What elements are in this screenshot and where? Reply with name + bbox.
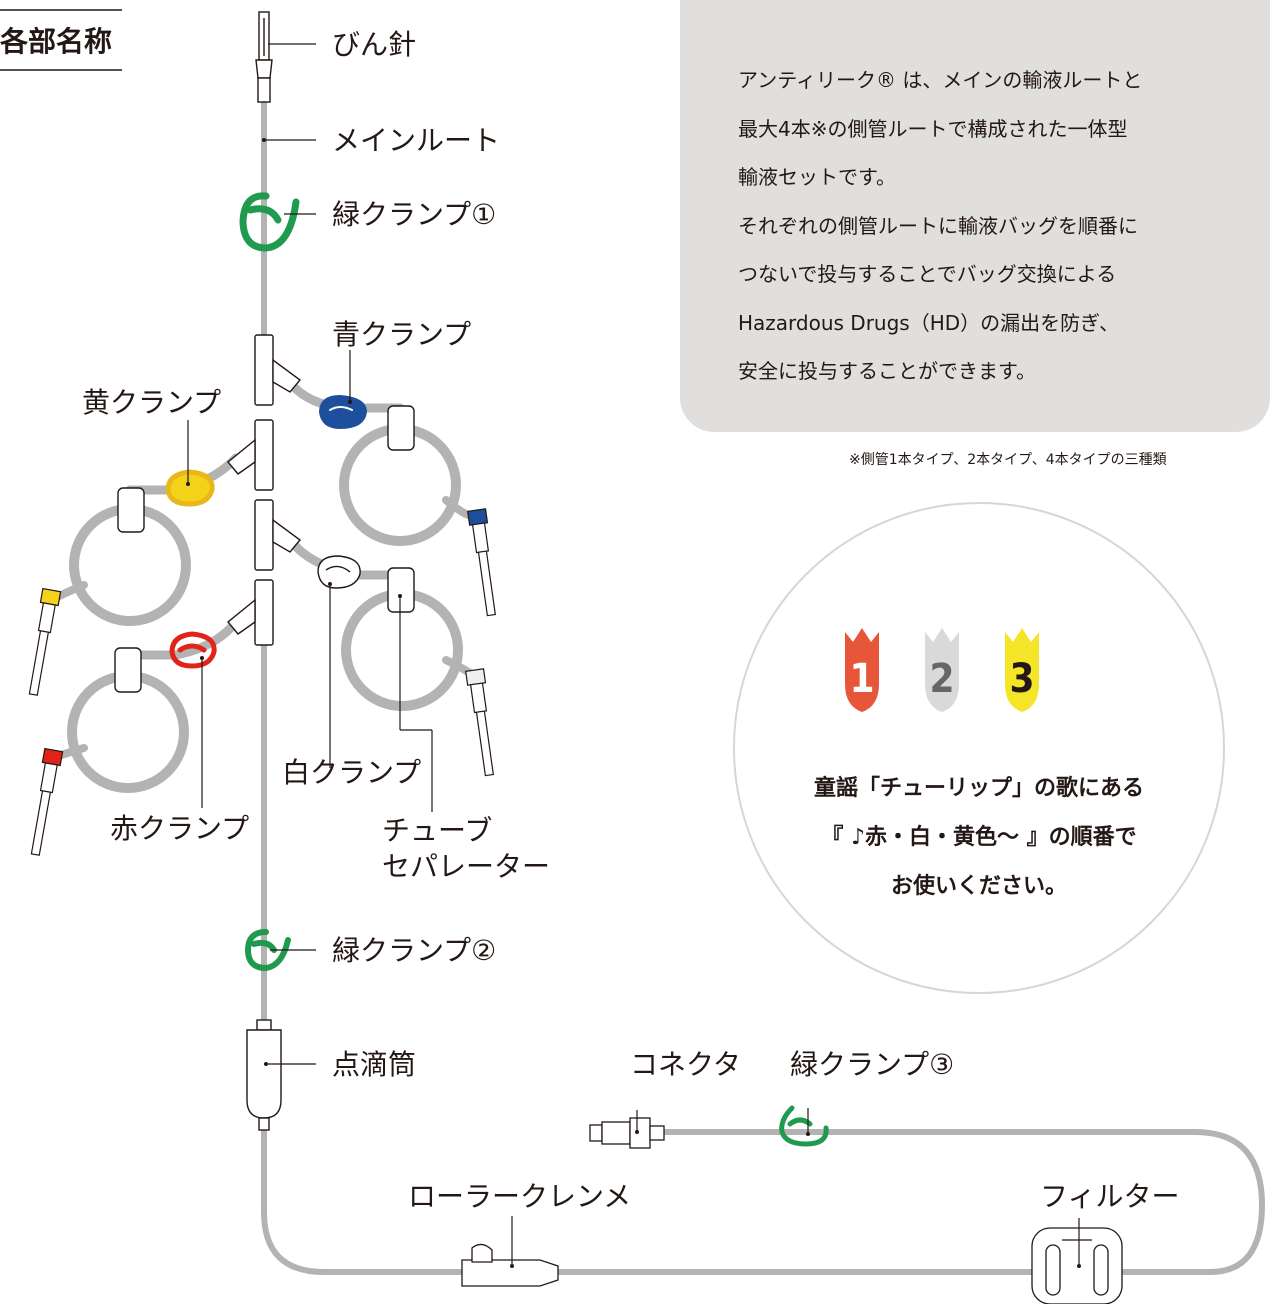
blue-clamp-shape <box>318 394 368 430</box>
info-line: つないで投与することでバッグ交換による <box>738 262 1117 286</box>
junctions <box>227 334 302 646</box>
green-clamp-3-label: 緑クランプ③ <box>790 1048 955 1081</box>
footnote: ※側管1本タイプ、2本タイプ、4本タイプの三種類 <box>849 452 1167 468</box>
white-clamp-label: 白クランプ <box>282 756 422 789</box>
tube-separators <box>114 405 415 693</box>
red-clamp-label: 赤クランプ <box>110 812 250 845</box>
bottle-needle-label: びん針 <box>332 28 417 61</box>
leader-lines <box>187 43 1080 1266</box>
tulip-number-1: 1 <box>849 656 874 702</box>
tulip-text-line: お使いください。 <box>890 874 1067 899</box>
green-clamp-2-label: 緑クランプ② <box>332 934 497 967</box>
roller-clamp-label: ローラークレンメ <box>408 1180 632 1213</box>
drip-chamber-part <box>246 1019 282 1131</box>
tulip-icon-1: 1 <box>845 628 879 712</box>
info-text: アンティリーク® は、メインの輸液ルートと 最大4本※の側管ルートで構成された一… <box>738 56 1238 396</box>
green-clamp-2-shape <box>244 929 291 972</box>
green-clamp-3-shape <box>779 1105 829 1147</box>
blue-clamp-label: 青クランプ <box>332 318 472 351</box>
leader-dots <box>186 138 1081 1268</box>
info-line: それぞれの側管ルートに輸液バッグを順番に <box>738 213 1138 238</box>
info-line: 輸液セットです。 <box>738 165 896 189</box>
info-line: アンティリーク® は、メインの輸液ルートと <box>738 68 1143 92</box>
tulip-instruction: 童謡「チューリップ」の歌にある 『 ♪赤・白・黄色〜 』の順番で お使いください… <box>735 764 1223 911</box>
tube-separator-label-line1: チューブ <box>382 814 493 847</box>
section-title: 各部名称 <box>0 25 113 58</box>
main-route-label: メインルート <box>332 124 501 157</box>
info-line: Hazardous Drugs（HD）の漏出を防ぎ、 <box>738 310 1120 335</box>
red-clamp-shape <box>169 631 217 669</box>
tulip-icons: 1 2 3 <box>845 628 1039 712</box>
side-spikes <box>28 508 496 856</box>
bottle-needle-part <box>255 11 273 103</box>
white-clamp-shape <box>317 555 361 589</box>
drip-chamber-label: 点滴筒 <box>332 1048 417 1081</box>
tulip-number-2: 2 <box>929 656 954 702</box>
roller-clamp-part <box>461 1243 559 1287</box>
green-clamp-1-label: 緑クランプ① <box>332 198 497 231</box>
connector-part <box>589 1117 665 1149</box>
info-line: 安全に投与することができます。 <box>738 359 1036 383</box>
yellow-clamp-label: 黄クランプ <box>82 386 222 419</box>
tulip-circle: 1 2 3 童謡「チューリップ」の歌にある 『 ♪赤・白・黄色〜 』の順番で お… <box>733 502 1225 994</box>
filter-label: フィルター <box>1040 1180 1180 1213</box>
tube-separator-label-line2: セパレーター <box>382 850 551 883</box>
tulip-text-line: 『 ♪赤・白・黄色〜 』の順番で <box>821 825 1137 850</box>
yellow-clamp-shape <box>165 469 215 507</box>
info-box: アンティリーク® は、メインの輸液ルートと 最大4本※の側管ルートで構成された一… <box>680 0 1270 432</box>
info-line: 最大4本※の側管ルートで構成された一体型 <box>738 116 1128 141</box>
tulip-number-3: 3 <box>1009 656 1034 702</box>
connector-label: コネクタ <box>630 1048 741 1081</box>
tulip-icon-2: 2 <box>925 628 959 712</box>
green-clamp-1-shape <box>239 192 300 252</box>
tulip-text-line: 童謡「チューリップ」の歌にある <box>813 776 1144 801</box>
tulip-icon-3: 3 <box>1005 628 1039 712</box>
